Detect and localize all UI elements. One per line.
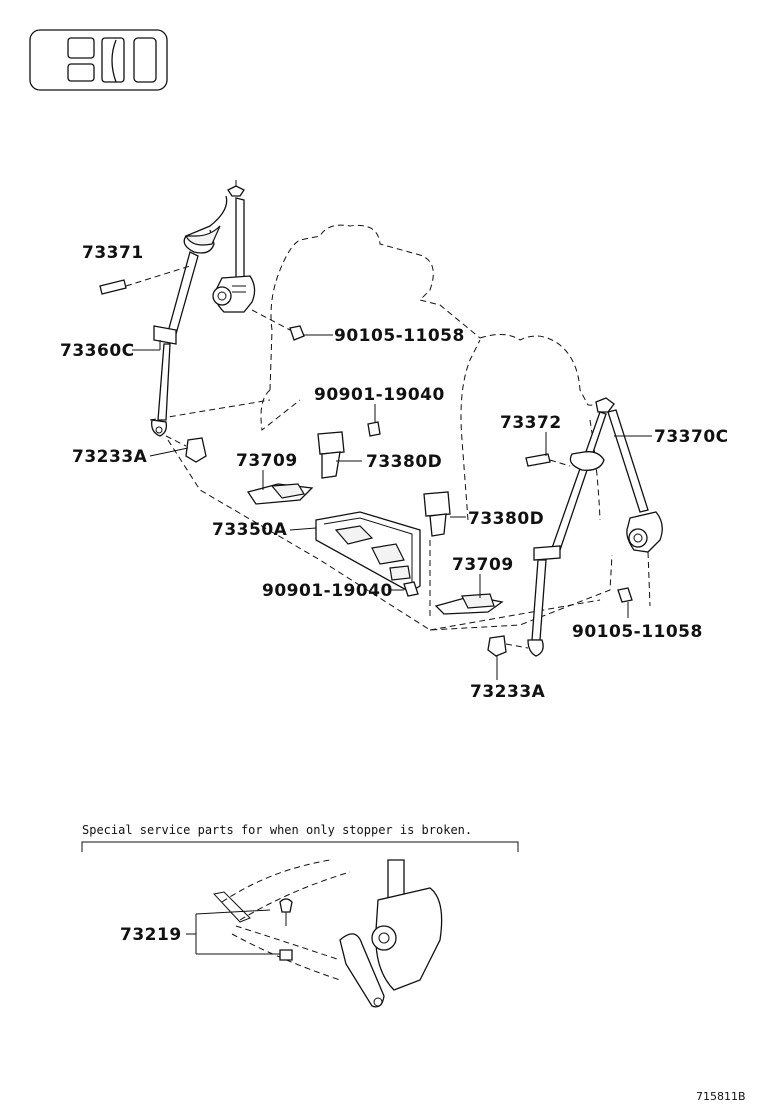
- callout-90901-19040-bottom: 90901-19040: [262, 581, 393, 601]
- callout-90105-11058-top: 90105-11058: [334, 326, 465, 346]
- callout-73233A-left: 73233A: [72, 447, 148, 467]
- vehicle-position-icon: [29, 29, 168, 91]
- leader-lines: [132, 334, 652, 680]
- special-service-note-text: Special service parts for when only stop…: [82, 823, 472, 837]
- callout-90901-19040-top: 90901-19040: [314, 385, 445, 405]
- callout-73709-left: 73709: [236, 451, 298, 471]
- callout-73709-right: 73709: [452, 555, 514, 575]
- callout-90105-11058-bottom: 90105-11058: [572, 622, 703, 642]
- stopper-detail-drawing: [186, 859, 443, 1008]
- callout-73380D-right: 73380D: [468, 509, 544, 529]
- callout-73371: 73371: [82, 243, 144, 263]
- seat-outline: [149, 224, 613, 631]
- callout-labels: 73371 73360C 73233A 90105-11058 90901-19…: [60, 243, 729, 945]
- callout-73233A-right: 73233A: [470, 682, 546, 702]
- figure-id: 715811B: [696, 1090, 746, 1103]
- left-seat-belt-assembly: [99, 180, 381, 463]
- callout-73219: 73219: [120, 925, 182, 945]
- callout-73380D-left: 73380D: [366, 452, 442, 472]
- callout-73370C: 73370C: [654, 427, 729, 447]
- center-buckle-assembly: [246, 431, 504, 618]
- special-service-note: Special service parts for when only stop…: [81, 823, 519, 852]
- callout-73360C: 73360C: [60, 341, 135, 361]
- callout-73372: 73372: [500, 413, 562, 433]
- callout-73350A: 73350A: [212, 520, 288, 540]
